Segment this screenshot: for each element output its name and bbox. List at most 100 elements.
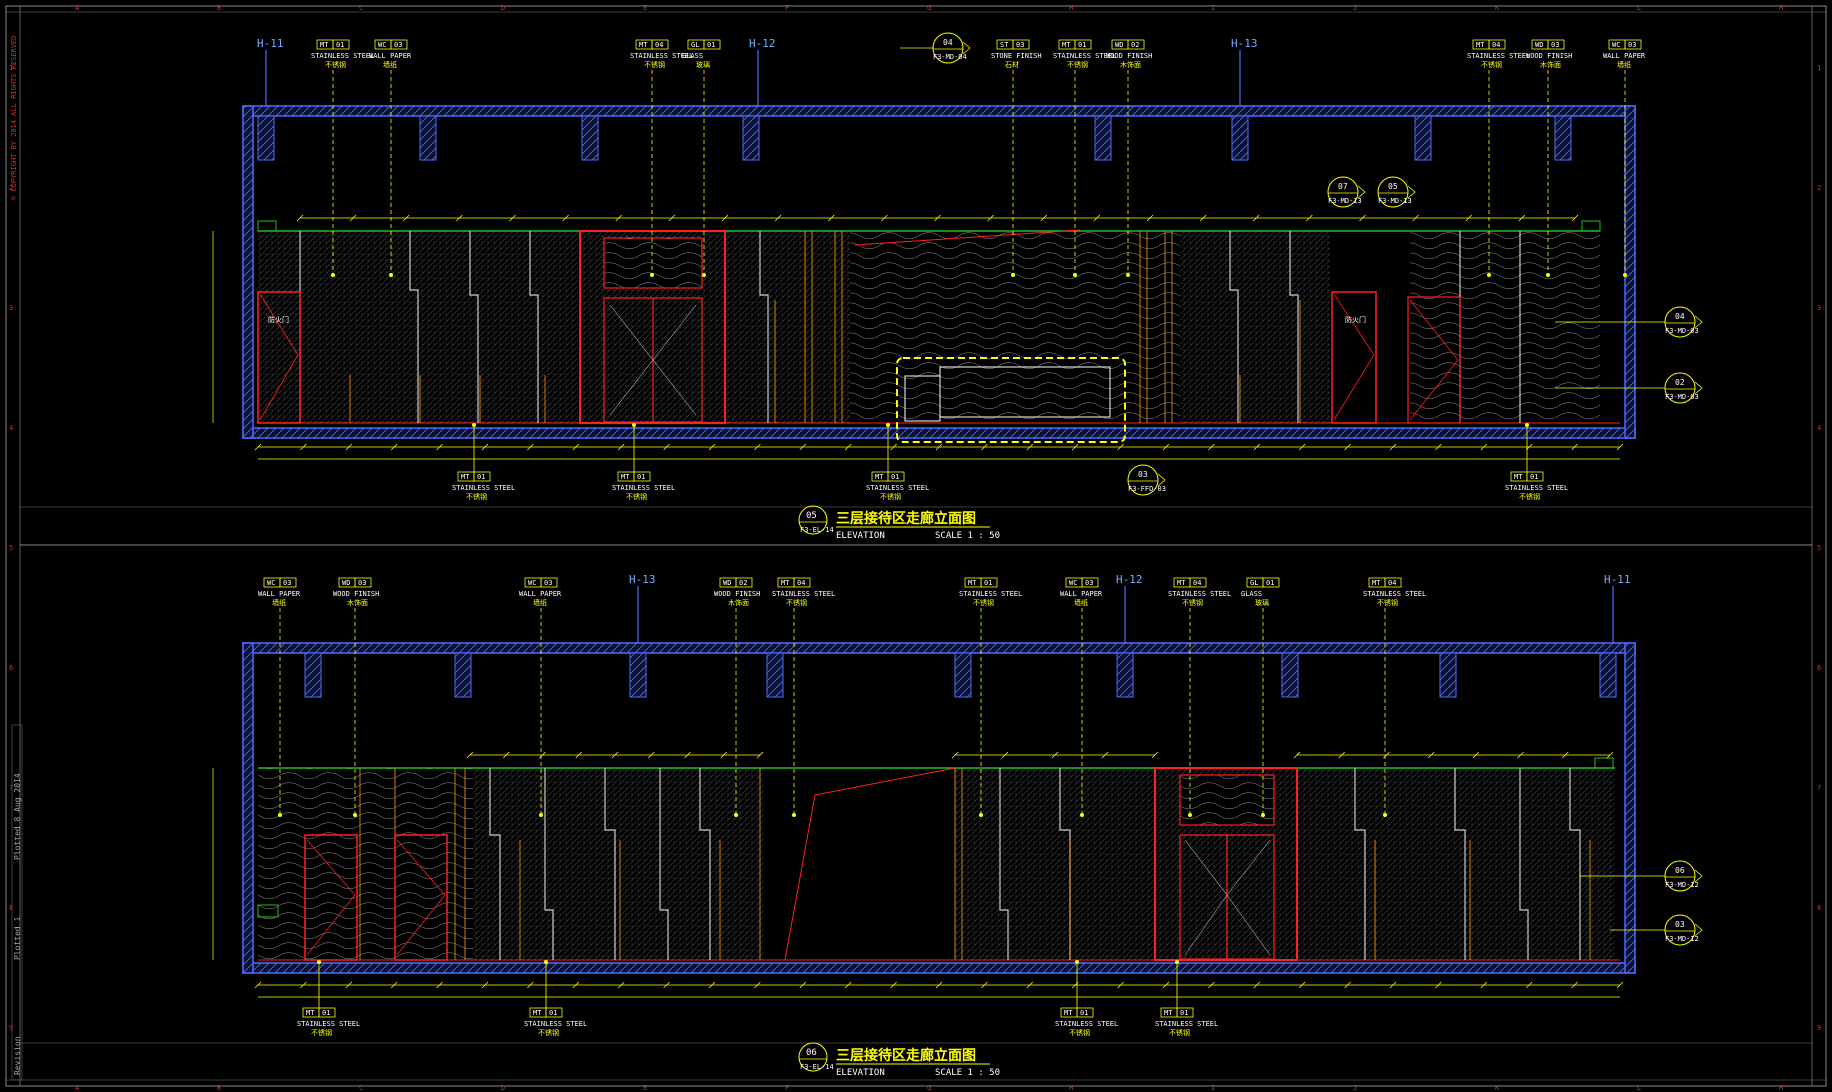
grid-letter-top: M (1779, 4, 1783, 12)
callout-cn: 不锈钢 (325, 60, 346, 69)
bottom-title-scale: SCALE 1 : 50 (935, 1068, 1000, 1078)
callout-num: 04 (797, 579, 805, 587)
callout-cn: 墙纸 (533, 598, 547, 607)
callout-dot (632, 423, 636, 427)
callout-en: STAINLESS STEEL (1505, 484, 1568, 492)
callout-cn: 不锈钢 (880, 492, 901, 501)
callout-code: MT (621, 473, 630, 481)
grid-letter-top: F (785, 4, 789, 12)
dim-tick (1472, 751, 1480, 759)
axis-label: H-12 (1116, 573, 1143, 586)
callout-num: 04 (655, 41, 663, 49)
sheet-border (5, 5, 1827, 1087)
dim-tick (1117, 443, 1124, 451)
dim-tick (345, 981, 353, 989)
callout-dot (389, 273, 393, 277)
dim-tick (390, 981, 398, 989)
bottom-title-en: ELEVATION (836, 1068, 885, 1078)
callout-dot (1075, 960, 1079, 964)
callout-en: STAINLESS STEEL (1055, 1020, 1118, 1028)
dim-tick (647, 751, 655, 759)
detail-num: 05 (1388, 182, 1398, 191)
top-title-en: ELEVATION (836, 531, 885, 541)
dim-tick (934, 214, 941, 222)
callout-en: WALL PAPER (519, 590, 562, 598)
callout-dot (544, 960, 548, 964)
bottom-wall-opening (785, 768, 955, 960)
dim-tick (481, 443, 489, 451)
dim-tick (509, 214, 516, 222)
dim-tick (1253, 443, 1261, 451)
top-title-number: 05 (806, 511, 817, 521)
dim-tick (1151, 751, 1159, 759)
callout-code: WC (528, 579, 536, 587)
dim-tick (1146, 214, 1154, 222)
callout-code: MT (1164, 1009, 1173, 1017)
dim-tick (721, 214, 729, 222)
grid-letter-top: I (1211, 4, 1215, 12)
dim-tick (1071, 443, 1079, 451)
dim-tick (1344, 443, 1351, 451)
top-title-cn: 三层接待区走廊立面图 (836, 510, 976, 527)
callout-code: MT (306, 1009, 315, 1017)
callout-en: STAINLESS STEEL (772, 590, 835, 598)
detail-ref: F3-FFD-03 (1128, 485, 1166, 493)
dim-tick (668, 214, 676, 222)
callout-code: MT (461, 473, 470, 481)
callout-en: WALL PAPER (1060, 590, 1103, 598)
callout-num: 03 (1628, 41, 1636, 49)
dim-tick (254, 443, 262, 451)
callout-en: WALL PAPER (258, 590, 301, 598)
callout-code: MT (1062, 41, 1071, 49)
detail-num: 02 (1675, 378, 1685, 387)
callout-num: 03 (283, 579, 291, 587)
grid-number-left: 8 (9, 904, 13, 912)
callout-code: WD (1115, 41, 1123, 49)
callout-num: 01 (637, 473, 645, 481)
detail-ref: F3-MD-04 (933, 53, 967, 61)
grid-letter-bottom: J (1353, 1084, 1357, 1092)
grid-letter-bottom: G (927, 1084, 931, 1092)
callout-num: 03 (1551, 41, 1559, 49)
bottom-ceiling-slab (242, 642, 1636, 654)
grid-letter-top: H (1069, 4, 1073, 12)
callout-code: WC (378, 41, 386, 49)
bottom-door-left-1 (304, 834, 358, 961)
callout-num: 01 (477, 473, 485, 481)
grid-number-right: 8 (1817, 904, 1821, 912)
detail-ref: F3-MD-12 (1665, 935, 1699, 943)
top-wall-hatch-5 (1410, 231, 1600, 423)
copyright-vertical: © COPYRIGHT BY 2014 ALL RIGHTS RESERVED (10, 36, 18, 200)
callout-code: ST (1000, 41, 1009, 49)
callout-code: MT (1372, 579, 1381, 587)
callout-cn: 不锈钢 (1377, 598, 1398, 607)
grid-number-right: 7 (1817, 784, 1821, 792)
dim-tick (502, 751, 510, 759)
callout-num: 01 (1180, 1009, 1188, 1017)
grid-number-right: 3 (1817, 304, 1821, 312)
dim-tick (1026, 443, 1034, 451)
callout-dot (331, 273, 335, 277)
callout-cn: 不锈钢 (466, 492, 487, 501)
callout-cn: 不锈钢 (1169, 1028, 1190, 1037)
dim-tick (1435, 443, 1442, 451)
grid-number-left: 7 (9, 784, 13, 792)
bottom-floor-slab (242, 962, 1636, 974)
dim-tick (1101, 751, 1109, 759)
